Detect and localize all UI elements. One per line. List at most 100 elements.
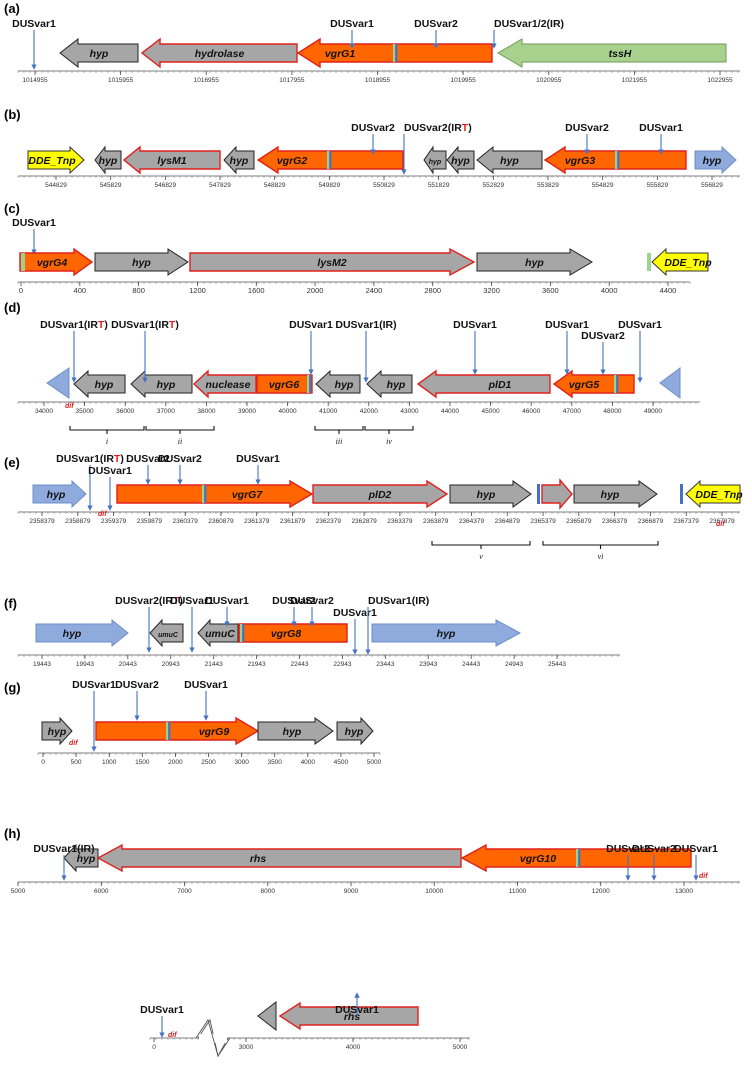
gene-arrow xyxy=(116,479,314,509)
gene-vgrG9: vgrG9 xyxy=(95,716,260,746)
dus-marker: DUSvar1 xyxy=(618,319,662,383)
dif-site-label: dif xyxy=(716,521,725,528)
gene-umuC: umuC xyxy=(197,618,239,648)
gene-rhs: rhs xyxy=(96,843,462,873)
dus-label: DUSvar1 xyxy=(170,595,214,607)
panel-label: (d) xyxy=(4,300,21,315)
tick-label: 11000 xyxy=(509,888,527,895)
tick-label: 20943 xyxy=(162,661,180,668)
tick-label: 45000 xyxy=(482,408,500,415)
repeat-triangle xyxy=(659,367,681,399)
dus-label-base: DUSvar1(IR) xyxy=(368,595,429,607)
dus-label-base: DUSvar1 xyxy=(545,319,589,331)
domain-stripe xyxy=(615,151,618,169)
dus-marker: DUSvar1(IRT) xyxy=(40,319,108,383)
tick-label: 8000 xyxy=(261,888,276,895)
gene-arrow xyxy=(192,369,257,399)
dus-label: DUSvar1 xyxy=(72,679,116,691)
gene-label: vgrG10 xyxy=(520,853,556,865)
tick-label: 544829 xyxy=(45,182,67,189)
tick-label: 2500 xyxy=(201,759,216,766)
tick-label: 4400 xyxy=(660,286,677,295)
tick-label: 44000 xyxy=(441,408,459,415)
gene-arrow xyxy=(446,145,475,175)
gene-label: hyp xyxy=(601,489,620,501)
tick-label: 12000 xyxy=(592,888,610,895)
tick-label: 2800 xyxy=(424,286,441,295)
dus-marker: DUSvar2 xyxy=(158,453,202,485)
bracket-line xyxy=(542,541,659,546)
tick-label: 20443 xyxy=(119,661,137,668)
dus-label: DUSvar1 xyxy=(88,465,132,477)
gene-vgrG6: vgrG6 xyxy=(256,374,313,394)
dus-label-red: T xyxy=(98,319,105,331)
gene-hyp: hyp xyxy=(94,248,189,276)
gene-label: vgrG9 xyxy=(199,726,230,738)
dus-label-close: ) xyxy=(468,122,472,134)
dus-label-base: DUSvar2 xyxy=(414,18,458,30)
tick-label: 4000 xyxy=(346,1044,361,1051)
gene-label: hyp xyxy=(157,379,176,391)
gene-arrow xyxy=(416,369,551,399)
tick-label: 19943 xyxy=(76,661,94,668)
gene-hyp: hyp xyxy=(694,145,737,175)
gene-hyp: hyp xyxy=(257,717,334,745)
domain-stripe xyxy=(537,484,540,504)
gene-arrow xyxy=(278,1001,419,1031)
panel-label: (a) xyxy=(4,1,20,16)
gene-hyp: hyp xyxy=(94,145,122,175)
gene-label: hyp xyxy=(230,155,249,167)
dus-marker: DUSvar1 xyxy=(72,679,116,752)
dus-label-base: DUSvar2(IR xyxy=(404,122,462,134)
dus-label-base: DUSvar2 xyxy=(272,595,316,607)
gene-arrow xyxy=(336,716,374,746)
gene-label: hyp xyxy=(437,628,456,640)
dus-label: DUSvar1 xyxy=(289,319,333,331)
gene-arrow xyxy=(476,145,543,175)
dus-marker: DUSvar1 xyxy=(170,595,214,653)
gene-arrow xyxy=(27,145,85,175)
bracket-line xyxy=(145,426,215,431)
domain-stripe xyxy=(168,722,171,740)
tick-label: 2363879 xyxy=(423,518,449,525)
dus-marker: DUSvar1 xyxy=(140,1004,184,1038)
dus-label-base: DUSvar1 xyxy=(88,465,132,477)
dus-label-red: T xyxy=(169,319,176,331)
dus-label: DUSvar1 xyxy=(330,18,374,30)
dus-label: DUSvar1 xyxy=(205,595,249,607)
gene-label: vgrG7 xyxy=(232,489,264,501)
tick-label: 546829 xyxy=(154,182,176,189)
gene-hyp: hyp xyxy=(41,716,73,746)
tick-label: 2360379 xyxy=(173,518,199,525)
gene-lysM1: lysM1 xyxy=(122,145,221,175)
tick-label: 0 xyxy=(19,286,23,295)
gene-arrow xyxy=(149,618,184,648)
tick-label: 21443 xyxy=(205,661,223,668)
tick-label: 5000 xyxy=(367,759,382,766)
dus-marker: DUSvar1 xyxy=(333,607,377,655)
panel-label: (g) xyxy=(4,680,21,695)
dus-marker: DUSvar2 xyxy=(581,330,625,375)
gene-arrow xyxy=(94,248,189,276)
tick-label: 4500 xyxy=(334,759,349,766)
tick-label: 1016955 xyxy=(194,77,220,84)
tick-label: 0 xyxy=(152,1044,156,1051)
gene-arrow xyxy=(19,247,94,277)
tick-label: 2000 xyxy=(307,286,324,295)
dus-label: DUSvar1 xyxy=(674,843,718,855)
dus-label: DUSvar2 xyxy=(126,453,170,465)
tick-label: 23943 xyxy=(419,661,437,668)
tick-label: 500 xyxy=(71,759,82,766)
dus-label-base: DUSvar1 xyxy=(236,453,280,465)
domain-stripe xyxy=(309,375,312,393)
gene-arrow xyxy=(95,716,260,746)
tick-label: 1600 xyxy=(248,286,265,295)
gene-label: DDE_Tnp xyxy=(664,257,712,269)
tick-label: 25443 xyxy=(548,661,566,668)
dus-label-base: DUSvar2 xyxy=(565,122,609,134)
dus-label-base: DUSvar1(IR) xyxy=(335,319,396,331)
gene-label: hyp xyxy=(48,726,67,738)
